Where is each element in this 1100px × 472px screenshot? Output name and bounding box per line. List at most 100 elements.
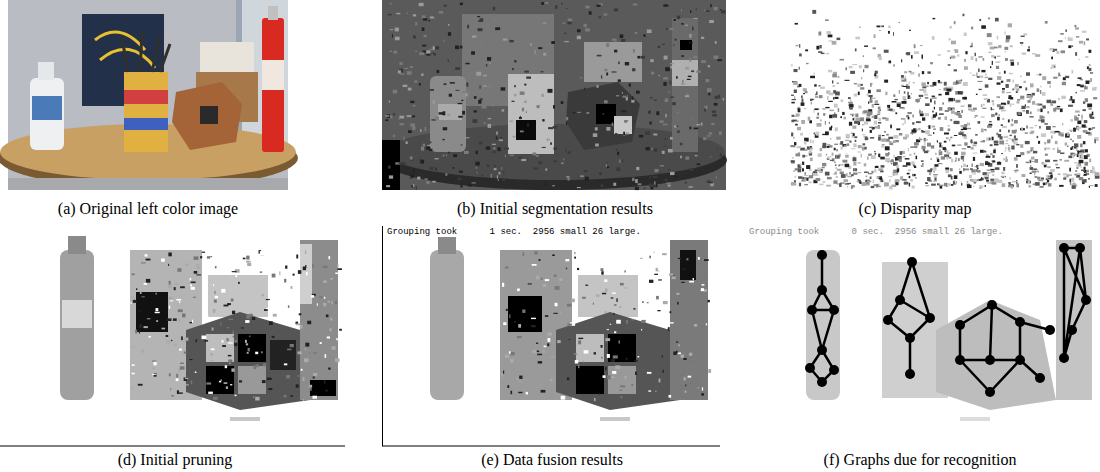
speckle	[880, 177, 882, 180]
speckle	[1084, 86, 1088, 89]
speckle	[458, 116, 462, 118]
speckle	[677, 130, 680, 133]
speckle	[1089, 159, 1091, 162]
speckle	[1010, 60, 1014, 62]
speckle	[688, 76, 692, 77]
speckle	[1077, 135, 1081, 139]
speckle	[835, 127, 838, 131]
speckle	[854, 169, 856, 171]
speckle	[519, 117, 522, 119]
speckle	[865, 65, 869, 68]
speckle	[482, 106, 487, 109]
speckle	[963, 164, 966, 168]
speckle	[1004, 136, 1009, 138]
speckle	[1020, 152, 1024, 155]
speckle	[972, 75, 976, 76]
speckle	[662, 151, 665, 154]
speckle	[455, 67, 460, 70]
speckle	[948, 108, 952, 110]
speckle	[464, 151, 469, 154]
speckle	[635, 187, 639, 190]
speckle	[695, 155, 698, 156]
speckle	[920, 113, 924, 116]
speckle	[829, 115, 832, 119]
disparity-map	[775, 0, 1100, 190]
speckle	[721, 10, 725, 13]
speckle	[1060, 109, 1063, 113]
speckle	[632, 96, 634, 100]
speckle	[999, 141, 1004, 145]
speckle	[868, 111, 873, 115]
speckle	[958, 158, 960, 161]
speckle	[184, 352, 187, 354]
speckle	[421, 147, 424, 151]
speckle	[1040, 186, 1044, 188]
speckle	[720, 153, 722, 157]
speckle	[938, 54, 941, 56]
speckle	[908, 169, 911, 171]
speckle	[161, 259, 165, 262]
speckle	[939, 142, 942, 144]
speckle	[229, 363, 231, 365]
speckle	[416, 186, 417, 190]
speckle	[168, 285, 172, 289]
speckle	[959, 91, 963, 93]
speckle	[805, 49, 808, 51]
speckle	[934, 101, 935, 105]
speckle	[948, 174, 952, 177]
speckle	[430, 89, 434, 91]
speckle	[601, 75, 602, 78]
speckle	[1090, 72, 1093, 74]
speckle	[1035, 159, 1038, 163]
speckle	[881, 138, 886, 141]
speckle	[994, 56, 996, 58]
speckle	[800, 164, 803, 166]
speckle	[694, 128, 699, 130]
speckle	[413, 184, 414, 187]
speckle	[637, 56, 640, 59]
speckle	[469, 90, 472, 94]
speckle	[988, 42, 993, 45]
speckle	[1008, 151, 1011, 152]
speckle	[668, 169, 671, 171]
speckle	[1074, 143, 1078, 147]
speckle	[820, 148, 823, 151]
speckle	[445, 173, 447, 176]
speckle	[691, 70, 694, 72]
speckle	[990, 179, 994, 181]
speckle	[597, 55, 602, 57]
speckle	[486, 64, 487, 67]
speckle	[967, 146, 970, 148]
speckle	[971, 147, 974, 150]
speckle	[957, 144, 961, 146]
speckle	[410, 67, 413, 68]
speckle	[426, 147, 430, 150]
speckle	[1004, 47, 1008, 50]
speckle	[864, 110, 868, 113]
speckle	[1014, 120, 1018, 124]
speckle	[833, 85, 836, 86]
speckle	[585, 177, 589, 181]
speckle	[633, 49, 635, 53]
speckle	[162, 328, 166, 330]
speckle	[988, 138, 990, 141]
speckle	[1046, 126, 1051, 130]
speckle	[1065, 37, 1066, 39]
speckle	[991, 114, 995, 117]
speckle	[791, 102, 794, 104]
speckle	[840, 59, 845, 61]
speckle	[809, 150, 812, 153]
speckle	[414, 80, 417, 82]
speckle	[202, 336, 207, 340]
speckle	[491, 103, 494, 106]
speckle	[878, 154, 880, 158]
speckle	[925, 97, 929, 98]
speckle	[818, 153, 822, 157]
speckle	[685, 95, 689, 97]
speckle	[809, 148, 813, 150]
speckle	[1011, 185, 1014, 188]
speckle	[561, 101, 564, 104]
speckle	[840, 172, 844, 175]
speckle	[395, 37, 400, 41]
speckle	[794, 142, 796, 145]
